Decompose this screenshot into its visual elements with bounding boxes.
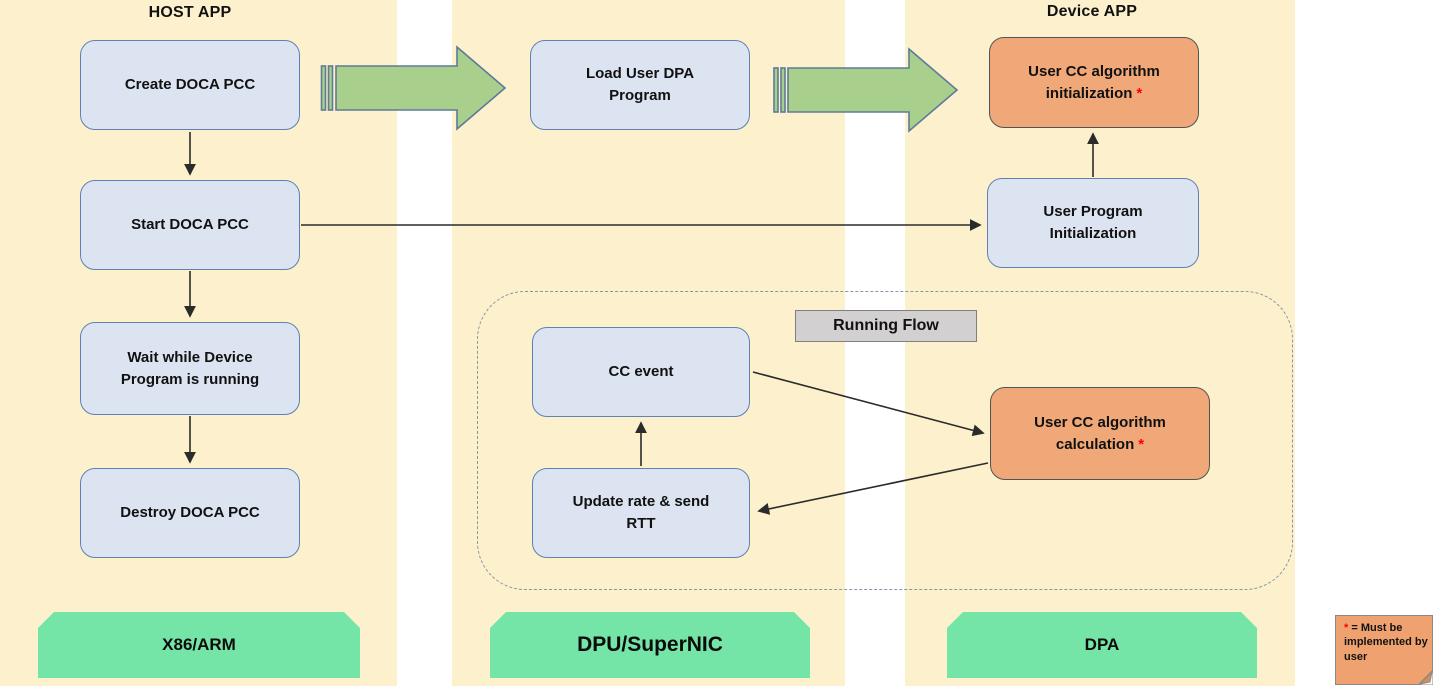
node-create-doca-pcc: Create DOCA PCC [80, 40, 300, 130]
node-label: Update rate & send RTT [572, 493, 710, 532]
node-label: Create DOCA PCC [124, 76, 256, 94]
platform-label: X86/ARM [162, 635, 236, 654]
device-app-title: Device APP [1046, 3, 1138, 20]
node-label: CC event [608, 363, 674, 381]
node-label: Wait while Device Program is running [120, 348, 260, 388]
node-label: Start DOCA PCC [131, 216, 249, 234]
node-wait-while-device: Wait while Device Program is running [80, 322, 300, 415]
node-label: Destroy DOCA PCC [120, 504, 260, 522]
legend-asterisk: * [1344, 622, 1349, 634]
node-user-cc-algorithm-initialization: User CC algorithm initialization* [989, 37, 1199, 128]
must-implement-marker: * [1138, 435, 1145, 453]
platform-label: DPA [1084, 635, 1120, 654]
node-start-doca-pcc: Start DOCA PCC [80, 180, 300, 270]
process-arrow-host-to-dpu [320, 45, 507, 131]
node-label: User CC algorithm initialization* [1028, 62, 1160, 102]
running-flow-label-box: Running Flow [795, 310, 977, 342]
platform-x86-arm: X86/ARM [38, 612, 360, 678]
legend-text: = Must be implemented by user [1344, 622, 1428, 663]
arrow-cc-calc-to-update-rate [757, 462, 989, 515]
platform-label: DPU/SuperNIC [577, 633, 723, 656]
host-app-title: HOST APP [148, 4, 232, 21]
arrow-cc-event-to-cc-calc [752, 371, 985, 437]
node-user-program-initialization: User Program Initialization [987, 178, 1199, 268]
platform-dpu-supernic: DPU/SuperNIC [490, 612, 810, 678]
process-arrow-dpu-to-device [773, 47, 959, 133]
node-label: User Program Initialization [1043, 203, 1143, 242]
node-destroy-doca-pcc: Destroy DOCA PCC [80, 468, 300, 558]
node-load-user-dpa-program: Load User DPA Program [530, 40, 750, 130]
node-label: Load User DPA Program [585, 65, 695, 104]
legend-note: * = Must be implemented by user [1335, 615, 1433, 685]
platform-dpa: DPA [947, 612, 1257, 678]
node-cc-event: CC event [532, 327, 750, 417]
must-implement-marker: * [1136, 84, 1143, 102]
node-update-rate-send-rtt: Update rate & send RTT [532, 468, 750, 558]
node-user-cc-algorithm-calculation: User CC algorithm calculation* [990, 387, 1210, 480]
folded-corner-icon [1417, 669, 1433, 685]
node-label: User CC algorithm calculation* [1034, 413, 1166, 453]
running-flow-label: Running Flow [833, 317, 939, 334]
running-flow-container [477, 291, 1293, 590]
